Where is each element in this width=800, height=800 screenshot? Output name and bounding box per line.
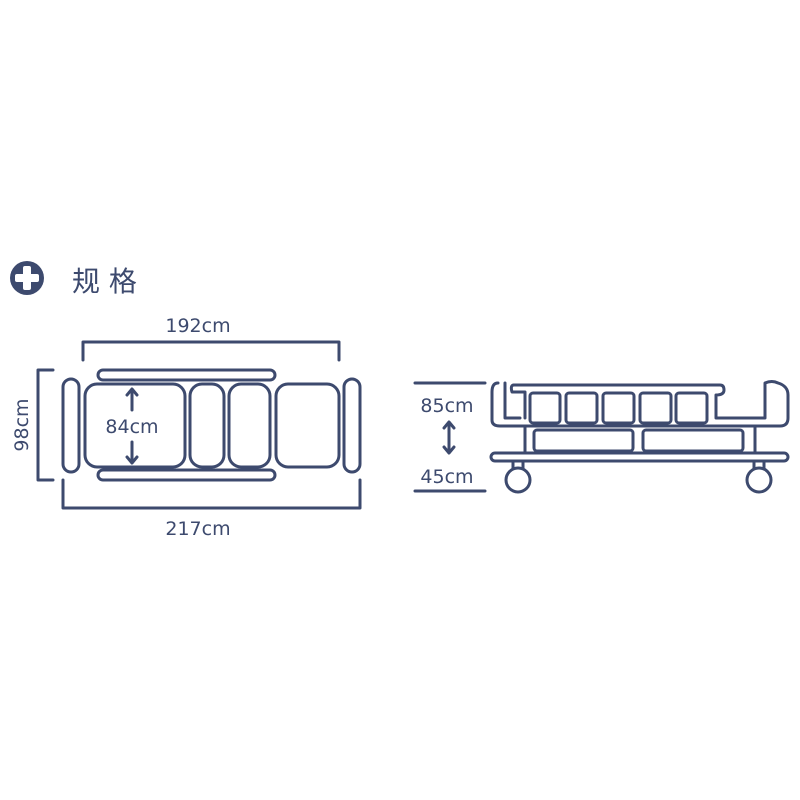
rail-window <box>601 391 636 425</box>
mattress-panel <box>227 382 272 469</box>
width-arrow-icon <box>125 387 139 465</box>
head-post <box>490 381 527 454</box>
wheel-icon <box>745 466 773 494</box>
footboard <box>342 377 362 474</box>
rail-window <box>564 391 599 425</box>
frame-panel <box>641 428 745 453</box>
plus-circle-icon <box>10 261 44 295</box>
rail-window <box>674 391 709 425</box>
width-bracket <box>36 368 55 482</box>
mattress-panel <box>83 382 187 469</box>
height-lines <box>413 381 487 493</box>
bed-side-view: 85cm 45cm <box>413 380 790 494</box>
inner-length-label: 192cm <box>165 315 230 337</box>
mattress-width-label: 84cm <box>105 416 158 438</box>
mattress-panel <box>274 382 341 469</box>
rail-window <box>638 391 673 425</box>
section-title: 规 格 <box>72 265 137 298</box>
inner-length-bracket <box>81 340 341 362</box>
headboard <box>61 377 81 474</box>
height-arrow-icon <box>442 420 456 455</box>
total-length-label: 217cm <box>165 518 230 540</box>
frame-bar <box>489 451 790 463</box>
max-height-label: 85cm <box>420 395 473 417</box>
wheel-icon <box>504 466 532 494</box>
min-height-label: 45cm <box>420 466 473 488</box>
side-rail-bottom <box>96 468 277 482</box>
width-label: 98cm <box>11 398 33 451</box>
mattress-panel <box>188 382 226 469</box>
side-rail-top <box>96 368 277 382</box>
frame-panel <box>532 428 635 453</box>
total-length-bracket <box>61 478 362 510</box>
rail-window <box>528 391 562 425</box>
bed-top-view: 192cm 98cm 84cm 217cm <box>11 315 362 540</box>
